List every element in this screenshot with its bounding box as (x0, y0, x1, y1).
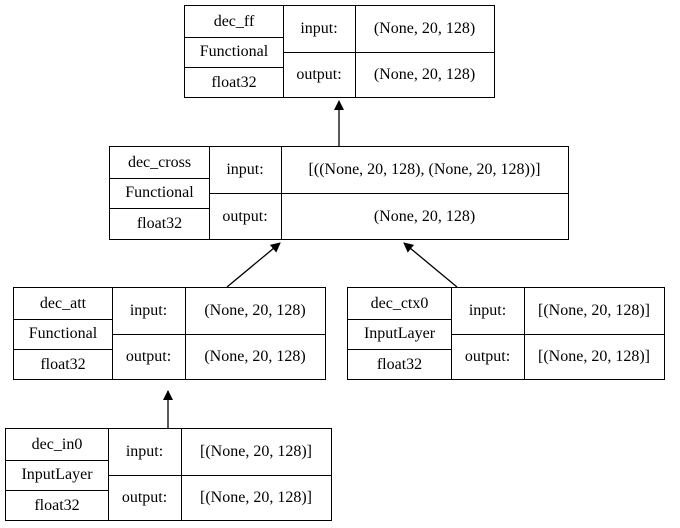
input-shape: [(None, 20, 128)] (538, 302, 650, 319)
divider (348, 349, 451, 350)
divider (209, 193, 568, 194)
divider (6, 490, 108, 491)
layer-type: Functional (28, 325, 98, 342)
divider (108, 429, 109, 520)
input-label: input: (468, 302, 507, 319)
layer-name: dec_ff (213, 12, 255, 30)
input-label: input: (129, 302, 168, 319)
layer-dtype: float32 (376, 355, 423, 373)
divider (14, 319, 112, 320)
node-dec-in0: dec_in0 InputLayer float32 input: output… (5, 428, 332, 521)
divider (283, 6, 284, 97)
divider (524, 288, 525, 379)
divider (6, 460, 108, 461)
divider (110, 208, 209, 209)
divider (209, 147, 210, 239)
output-label: output: (222, 207, 268, 225)
input-shape: [(None, 20, 128)] (200, 443, 312, 460)
layer-type: Functional (125, 184, 194, 201)
divider (451, 288, 452, 379)
layer-name: dec_ctx0 (370, 294, 429, 312)
layer-name: dec_cross (127, 153, 192, 171)
edge-dec-ctx0-to-dec-cross (403, 242, 458, 288)
divider (108, 475, 331, 476)
edge-dec-att-to-dec-cross (226, 242, 281, 288)
layer-type: InputLayer (363, 325, 436, 342)
output-shape: [(None, 20, 128)] (200, 489, 312, 506)
output-shape: (None, 20, 128) (373, 66, 476, 83)
input-label: input: (226, 161, 264, 178)
divider (281, 147, 282, 239)
output-shape: (None, 20, 128) (204, 348, 306, 365)
input-label: input: (300, 20, 338, 37)
divider (112, 288, 113, 379)
divider (283, 52, 494, 53)
divider (185, 67, 283, 68)
output-shape: [(None, 20, 128)] (538, 348, 650, 365)
output-label: output: (125, 348, 172, 365)
layer-dtype: float32 (211, 73, 257, 91)
input-shape: (None, 20, 128) (204, 302, 306, 319)
divider (348, 319, 451, 320)
layer-dtype: float32 (34, 496, 80, 514)
divider (112, 334, 325, 335)
output-label: output: (464, 348, 511, 365)
node-dec-ctx0: dec_ctx0 InputLayer float32 input: outpu… (347, 287, 665, 380)
output-shape: (None, 20, 128) (373, 207, 476, 225)
input-shape: [((None, 20, 128), (None, 20, 128))] (308, 161, 541, 178)
layer-type: InputLayer (21, 466, 93, 483)
divider (14, 349, 112, 350)
output-label: output: (121, 489, 168, 506)
divider (355, 6, 356, 97)
layer-type: Functional (199, 43, 269, 60)
input-label: input: (125, 443, 164, 460)
input-shape: (None, 20, 128) (373, 20, 476, 37)
layer-name: dec_att (39, 294, 87, 312)
divider (110, 178, 209, 179)
node-dec-cross: dec_cross Functional float32 input: outp… (109, 146, 569, 240)
node-dec-ff: dec_ff Functional float32 input: output:… (184, 5, 495, 98)
divider (185, 288, 186, 379)
node-dec-att: dec_att Functional float32 input: output… (13, 287, 326, 380)
divider (181, 429, 182, 520)
output-label: output: (296, 66, 342, 83)
layer-dtype: float32 (136, 215, 183, 232)
layer-dtype: float32 (40, 355, 86, 373)
divider (451, 334, 664, 335)
divider (185, 37, 283, 38)
layer-name: dec_in0 (31, 435, 83, 453)
